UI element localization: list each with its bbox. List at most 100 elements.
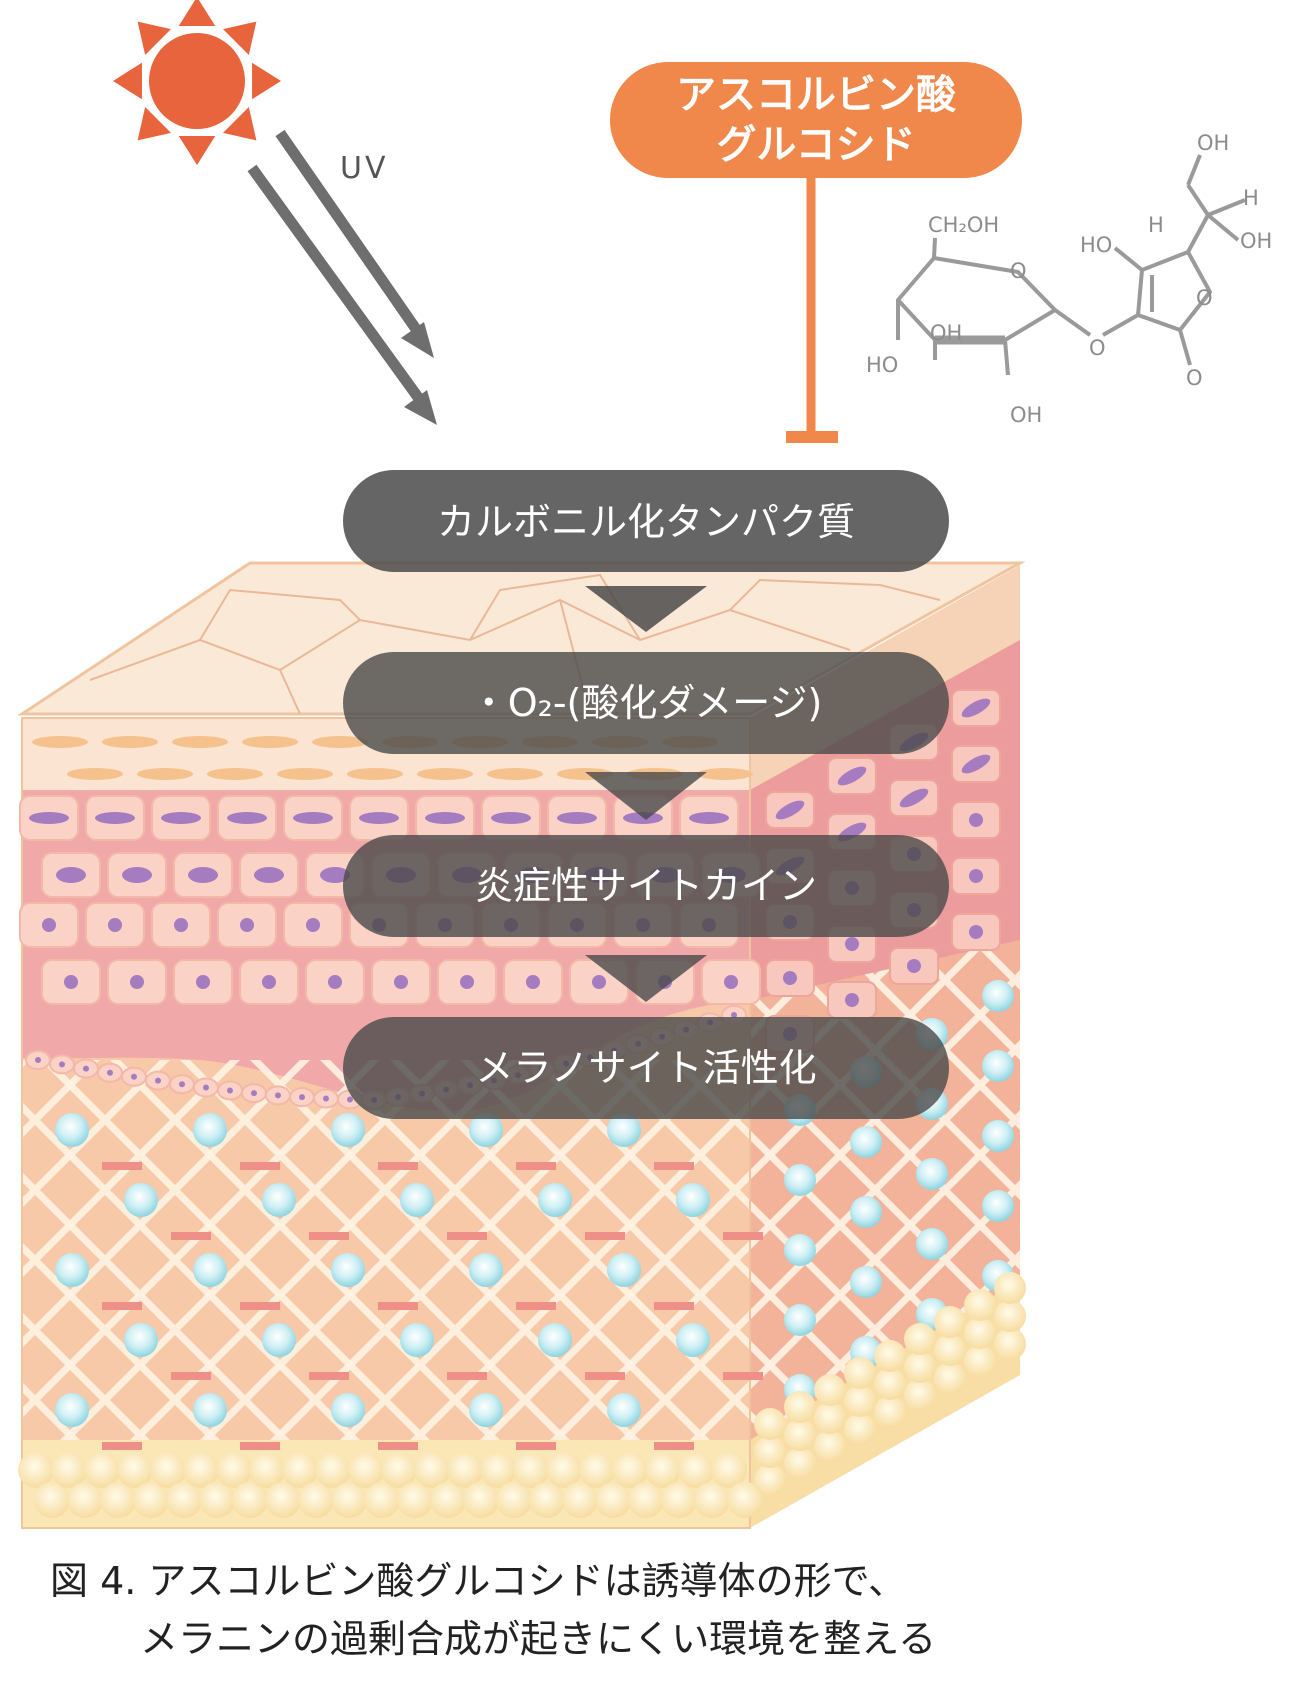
nucleus <box>29 812 69 824</box>
collagen-fiber <box>171 1232 211 1240</box>
collagen-fiber <box>447 1372 487 1380</box>
chem-glycosidic-o: O <box>1089 336 1106 360</box>
collagen-fiber <box>723 1372 763 1380</box>
corneocyte <box>102 736 158 748</box>
basal-nucleus <box>179 1081 185 1087</box>
corneocyte <box>487 768 543 780</box>
collagen-fiber <box>516 1302 556 1310</box>
side-fibroblast <box>784 1304 816 1336</box>
collagen-fiber <box>240 1162 280 1170</box>
side-fibroblast <box>982 1190 1014 1222</box>
basal-nucleus <box>203 1085 209 1091</box>
fibroblast <box>676 1183 710 1217</box>
nucleus <box>42 918 56 932</box>
nucleus <box>394 975 408 989</box>
sun-ray <box>179 136 215 165</box>
collagen-fiber <box>516 1162 556 1170</box>
chem-ring-o: O <box>1010 259 1027 283</box>
nucleus <box>174 918 188 932</box>
fibroblast <box>193 1393 227 1427</box>
inhibitor-line2: グルコシド <box>716 122 915 168</box>
cascade-step-2: ・O₂-(酸化ダメージ) <box>343 652 949 754</box>
side-fat-cell <box>994 1328 1026 1360</box>
side-fat-cell <box>754 1408 786 1440</box>
collagen-fiber <box>171 1372 211 1380</box>
fibroblast <box>55 1113 89 1147</box>
collagen-fiber <box>585 1372 625 1380</box>
fibroblast <box>469 1393 503 1427</box>
collagen-fiber <box>240 1302 280 1310</box>
collagen-fiber <box>378 1442 418 1450</box>
corneocyte <box>697 768 753 780</box>
side-fat-cell <box>874 1368 906 1400</box>
fibroblast <box>55 1393 89 1427</box>
fibroblast <box>538 1323 572 1357</box>
cascade-step-4: メラノサイト活性化 <box>343 1017 949 1119</box>
nucleus <box>56 867 86 883</box>
collagen-fiber <box>309 1232 349 1240</box>
nucleus <box>64 975 78 989</box>
collagen-fiber <box>585 1232 625 1240</box>
side-fibroblast <box>784 1164 816 1196</box>
nucleus <box>95 812 135 824</box>
nucleus <box>262 975 276 989</box>
basal-nucleus <box>227 1087 233 1093</box>
side-fat-cell <box>814 1374 846 1406</box>
basal-nucleus <box>155 1078 161 1084</box>
side-fat-cell <box>814 1402 846 1434</box>
side-fat-cell <box>934 1306 966 1338</box>
corneocyte <box>67 768 123 780</box>
collagen-fiber <box>654 1302 694 1310</box>
side-fat-cell <box>754 1464 786 1496</box>
side-fat-cell <box>814 1430 846 1462</box>
corneocyte <box>207 768 263 780</box>
collagen-fiber <box>654 1162 694 1170</box>
nucleus <box>227 812 267 824</box>
fibroblast <box>262 1183 296 1217</box>
nucleus <box>122 867 152 883</box>
side-fat-cell <box>934 1334 966 1366</box>
chem-h-2: H <box>1243 186 1259 210</box>
inhibitor-line1: アスコルビン酸 <box>676 72 957 118</box>
corneocyte <box>277 768 333 780</box>
chem-ho-2: HO <box>1080 233 1112 257</box>
fibroblast <box>124 1183 158 1217</box>
nucleus <box>592 975 606 989</box>
basal-nucleus <box>35 1057 41 1063</box>
corneocyte <box>137 768 193 780</box>
side-fat-cell <box>994 1272 1026 1304</box>
caption-line-2: メラニンの過剰合成が起きにくい環境を整える <box>50 1610 1250 1668</box>
collagen-fiber <box>516 1442 556 1450</box>
side-fat-cell <box>964 1345 996 1377</box>
collagen-fiber <box>240 1442 280 1450</box>
nucleus <box>108 918 122 932</box>
cascade-step-2-label: ・O₂-(酸化ダメージ) <box>470 681 823 725</box>
collagen-fiber <box>654 1442 694 1450</box>
side-fibroblast <box>982 1120 1014 1152</box>
cascade-step-1-label: カルボニル化タンパク質 <box>437 500 855 544</box>
collagen-fiber <box>102 1302 142 1310</box>
side-fat-cell <box>904 1379 936 1411</box>
nucleus <box>188 867 218 883</box>
corneocyte <box>417 768 473 780</box>
side-fibroblast <box>850 1126 882 1158</box>
nucleus <box>240 918 254 932</box>
nucleus <box>254 867 284 883</box>
corneocyte <box>347 768 403 780</box>
cascade-step-3: 炎症性サイトカイン <box>343 835 949 937</box>
side-fibroblast <box>982 980 1014 1012</box>
basal-nucleus <box>83 1066 89 1072</box>
basal-nucleus <box>275 1092 281 1098</box>
cascade-step-3-label: 炎症性サイトカイン <box>475 864 817 908</box>
basal-nucleus <box>59 1061 65 1067</box>
inhibition-arrow <box>786 178 838 437</box>
side-fat-cell <box>754 1436 786 1468</box>
chem-h-1: H <box>1148 213 1164 237</box>
nucleus <box>526 975 540 989</box>
corneocyte <box>242 736 298 748</box>
side-fat-cell <box>904 1351 936 1383</box>
basal-nucleus <box>323 1096 329 1102</box>
fibroblast <box>262 1323 296 1357</box>
fibroblast <box>469 1253 503 1287</box>
